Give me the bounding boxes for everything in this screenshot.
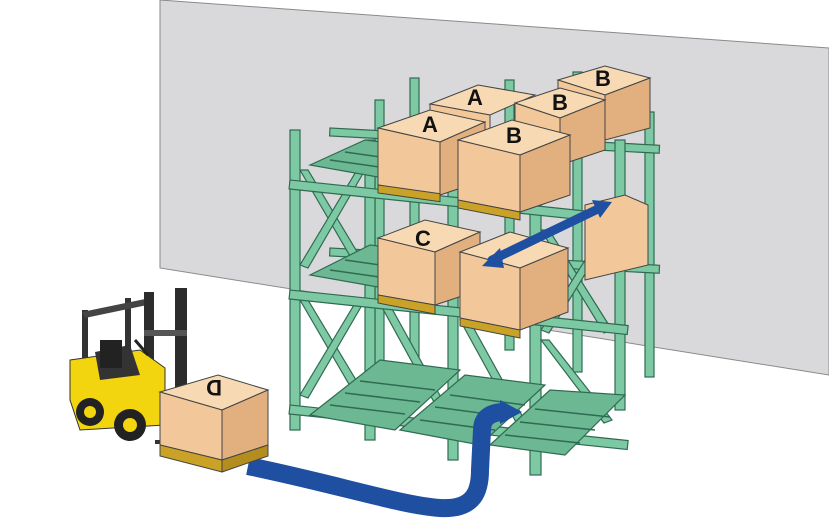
box-label: B [595, 66, 611, 91]
box-on-forklift: D [158, 374, 270, 473]
box-label: D [206, 375, 222, 400]
flow-arrow-icon [246, 403, 506, 518]
box-label: C [415, 226, 431, 251]
box-label: A [422, 112, 438, 137]
double-arrow-icon [482, 200, 612, 268]
box-label: A [467, 85, 483, 110]
flow-arrow-head [500, 400, 522, 424]
box-front-right-top: B [456, 119, 572, 221]
box-label: B [506, 123, 522, 148]
box-label: B [552, 90, 568, 115]
